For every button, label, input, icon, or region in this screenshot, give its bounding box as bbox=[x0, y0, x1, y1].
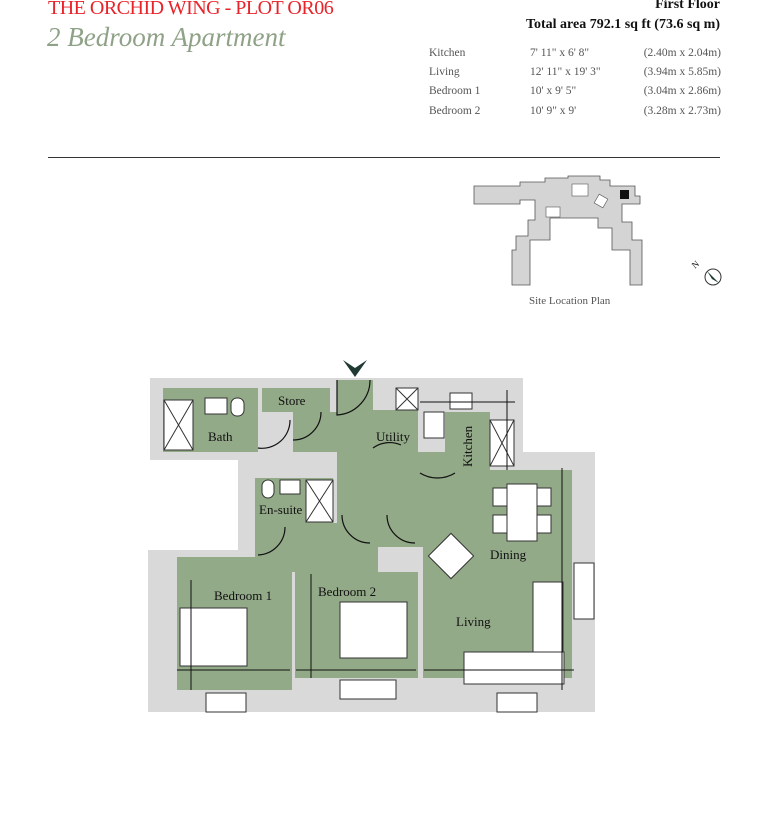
room-imperial: 7' 11" x 6' 8" bbox=[530, 46, 590, 59]
bed-2 bbox=[339, 601, 408, 659]
bed-1 bbox=[179, 607, 248, 667]
room-row: Kitchen 7' 11" x 6' 8" (2.40m x 2.04m) bbox=[429, 43, 721, 62]
ensuite-toilet bbox=[261, 479, 275, 499]
dimension-lines bbox=[177, 390, 574, 690]
hob bbox=[423, 411, 445, 439]
door-swings bbox=[257, 379, 456, 556]
room-dimensions-table: Kitchen 7' 11" x 6' 8" (2.40m x 2.04m) Liv… bbox=[429, 43, 721, 120]
room-metric: (3.04m x 2.86m) bbox=[643, 85, 721, 98]
site-plan-caption: Site Location Plan bbox=[529, 295, 611, 307]
plot-location-marker bbox=[620, 190, 629, 199]
label-kitchen: Kitchen bbox=[460, 425, 475, 467]
label-bath: Bath bbox=[208, 429, 233, 444]
floor-label: First Floor bbox=[655, 0, 720, 12]
fixtures bbox=[163, 387, 565, 685]
divider bbox=[48, 157, 720, 158]
room-row: Bedroom 2 10' 9" x 9' (3.28m x 2.73m) bbox=[429, 101, 721, 120]
plot-title: THE ORCHID WING - PLOT OR06 bbox=[48, 0, 334, 19]
label-ensuite: En-suite bbox=[259, 502, 303, 517]
total-area: Total area 792.1 sq ft (73.6 sq m) bbox=[525, 17, 720, 32]
compass-icon: N bbox=[690, 258, 722, 286]
dining-table bbox=[506, 483, 538, 542]
entrance-arrow-icon bbox=[343, 360, 367, 377]
label-utility: Utility bbox=[376, 429, 410, 444]
label-bedroom-1: Bedroom 1 bbox=[214, 588, 272, 603]
room-name: Bedroom 2 bbox=[429, 104, 481, 117]
room-name: Bedroom 1 bbox=[429, 85, 481, 98]
compass-north-label: N bbox=[690, 258, 702, 270]
room-imperial: 10' x 9' 5" bbox=[530, 85, 577, 98]
label-store: Store bbox=[278, 393, 306, 408]
room-imperial: 10' 9" x 9' bbox=[530, 104, 577, 117]
label-bedroom-2: Bedroom 2 bbox=[318, 584, 376, 599]
room-name: Kitchen bbox=[429, 46, 466, 59]
room-metric: (3.28m x 2.73m) bbox=[643, 104, 721, 117]
room-row: Bedroom 1 10' x 9' 5" (3.04m x 2.86m) bbox=[429, 82, 721, 101]
room-imperial: 12' 11" x 19' 3" bbox=[530, 65, 601, 78]
apartment-type: 2 Bedroom Apartment bbox=[47, 22, 286, 52]
site-location-plan: N bbox=[473, 175, 722, 286]
label-living: Living bbox=[456, 614, 491, 629]
room-metric: (3.94m x 5.85m) bbox=[643, 65, 721, 78]
ensuite-sink bbox=[279, 479, 301, 495]
room-row: Living 12' 11" x 19' 3" (3.94m x 5.85m) bbox=[429, 62, 721, 81]
bath-sink bbox=[204, 397, 228, 415]
armchair bbox=[427, 532, 475, 580]
kitchen-sink bbox=[449, 392, 473, 410]
room-metric: (2.40m x 2.04m) bbox=[643, 46, 721, 59]
bath-toilet bbox=[230, 397, 245, 417]
windows bbox=[205, 562, 595, 713]
room-name: Living bbox=[429, 65, 460, 78]
label-dining: Dining bbox=[490, 547, 527, 562]
